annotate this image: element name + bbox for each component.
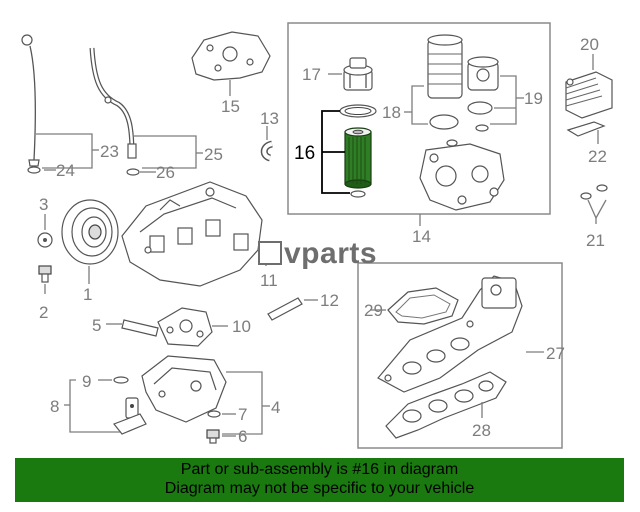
cooler-gasket-part [566, 121, 606, 137]
callout-1[interactable]: 1 [83, 285, 92, 304]
callout-9[interactable]: 9 [82, 372, 91, 391]
dipstick-part [21, 34, 40, 167]
housing-seal-part [429, 114, 459, 130]
oil-level-sensor-part [113, 397, 147, 435]
intake-manifold-group-box [357, 262, 563, 449]
callout-2[interactable]: 2 [39, 303, 48, 322]
oil-filter-part [339, 104, 377, 198]
callout-23[interactable]: 23 [100, 142, 119, 161]
drain-plug-part [206, 429, 220, 444]
watermark-text: vparts [284, 237, 378, 270]
banner-line-2: Diagram may not be specific to your vehi… [164, 480, 475, 497]
pulley-washer-part [37, 232, 53, 248]
callout-18[interactable]: 18 [382, 103, 401, 122]
dipstick-tube-part [89, 47, 137, 159]
oil-filter-housing-group-box [287, 22, 551, 215]
callout-13[interactable]: 13 [260, 109, 279, 128]
callout-12[interactable]: 12 [320, 291, 339, 310]
callout-16[interactable]: 16 [294, 143, 315, 164]
callout-11[interactable]: 11 [260, 271, 278, 290]
callout-21[interactable]: 21 [586, 231, 605, 250]
manifold-gasket-part [387, 287, 459, 325]
oil-cooler-adapter-part [467, 56, 499, 91]
callout-29[interactable]: 29 [364, 301, 383, 320]
crank-pulley-part [61, 199, 119, 265]
callout-28[interactable]: 28 [472, 421, 491, 440]
callout-22[interactable]: 22 [588, 147, 607, 166]
intake-manifold-part [377, 275, 523, 393]
oil-pipe-part [267, 297, 303, 321]
oil-filter-base-part [419, 143, 505, 211]
callout-7[interactable]: 7 [238, 405, 247, 424]
tube-oring-part [126, 168, 140, 176]
info-banner: Part or sub-assembly is #16 in diagram D… [15, 458, 624, 502]
cooler-seal-part [467, 101, 493, 115]
cooler-oring-part [475, 124, 489, 132]
callout-4[interactable]: 4 [271, 398, 280, 417]
callout-27[interactable]: 27 [546, 344, 565, 363]
intake-gasket-set-part [385, 371, 507, 439]
callout-15[interactable]: 15 [221, 97, 240, 116]
callout-5[interactable]: 5 [92, 316, 101, 335]
pulley-bolt-part [38, 265, 52, 283]
watermark-mark [258, 241, 282, 265]
callout-24[interactable]: 24 [56, 161, 75, 180]
oil-pump-part [157, 307, 213, 347]
callout-10[interactable]: 10 [232, 317, 251, 336]
callout-6[interactable]: 6 [238, 427, 247, 446]
callout-8[interactable]: 8 [50, 397, 59, 416]
filter-cap-part [343, 57, 373, 91]
sensor-oring-part [113, 376, 129, 384]
oil-pan-part [141, 355, 227, 423]
filter-housing-part [427, 34, 463, 99]
lower-crankcase-part [121, 181, 263, 287]
callout-20[interactable]: 20 [580, 35, 599, 54]
drain-washer-part [207, 410, 221, 418]
pickup-tube-part [121, 319, 159, 337]
oil-cooler-part [565, 71, 613, 119]
dipstick-oring-part [27, 166, 41, 174]
callout-19[interactable]: 19 [524, 89, 543, 108]
timing-cover-part [191, 31, 271, 81]
parts-diagram: 23 24 25 26 15 13 17 [21, 22, 613, 449]
callout-3[interactable]: 3 [39, 195, 48, 214]
callout-26[interactable]: 26 [156, 163, 175, 182]
callout-17[interactable]: 17 [302, 65, 321, 84]
base-oring-part [446, 139, 458, 147]
watermark-logo: vparts [258, 237, 377, 271]
cooler-oring-b-part [596, 184, 608, 192]
cooler-oring-a-part [580, 192, 592, 200]
banner-line-1: Part or sub-assembly is #16 in diagram [180, 461, 459, 478]
callout-14[interactable]: 14 [412, 227, 431, 246]
callout-25[interactable]: 25 [204, 145, 223, 164]
